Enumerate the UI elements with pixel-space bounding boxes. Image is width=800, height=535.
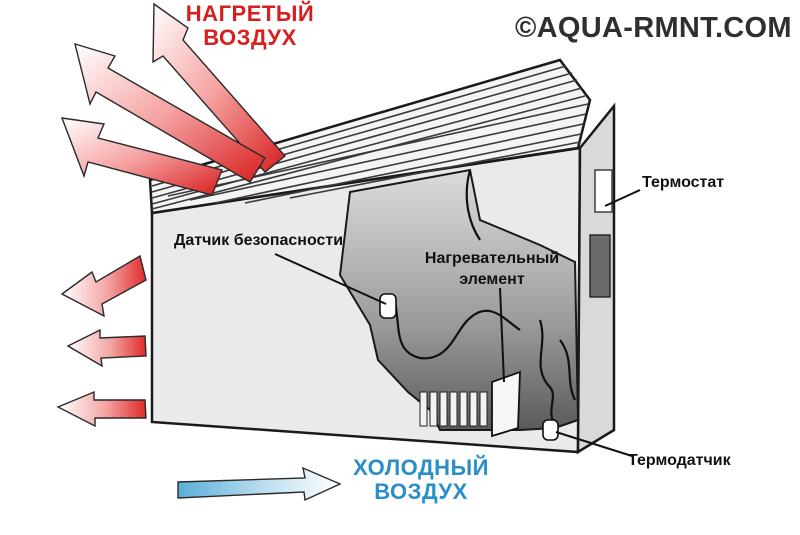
thermostat-window bbox=[594, 169, 613, 213]
thermo-sensor-leader bbox=[555, 431, 633, 457]
side-vent bbox=[589, 234, 611, 298]
cold-air-label-line1: ХОЛОДНЫЙ bbox=[353, 455, 489, 480]
heating-element-label-line2: элемент bbox=[459, 271, 525, 288]
cutaway-interior bbox=[338, 168, 580, 431]
hot-air-arrows-left bbox=[56, 254, 147, 428]
cold-air-arrow bbox=[177, 466, 342, 502]
hot-air-label-line1: НАГРЕТЫЙ bbox=[185, 1, 315, 26]
grille-slats bbox=[151, 65, 589, 210]
heating-element-plate bbox=[491, 370, 521, 438]
cold-air-label-line2: ВОЗДУХ bbox=[374, 479, 468, 504]
hot-arrow-3 bbox=[60, 117, 223, 196]
convector-body bbox=[148, 58, 616, 455]
thermo-sensor-label: Термодатчик bbox=[628, 452, 731, 469]
leader-lines bbox=[274, 189, 641, 457]
safety-sensor-shape bbox=[379, 293, 397, 319]
hot-arrow-5 bbox=[66, 328, 147, 368]
hot-air-label: НАГРЕТЫЙ ВОЗДУХ bbox=[180, 2, 320, 50]
hot-arrow-2 bbox=[74, 42, 266, 183]
heating-element-label: Нагревательный элемент bbox=[412, 248, 572, 290]
thermostat-label: Термостат bbox=[642, 174, 725, 191]
safety-sensor-label: Датчик безопасности bbox=[174, 232, 344, 249]
hot-arrow-6 bbox=[56, 390, 147, 428]
safety-sensor-leader bbox=[274, 253, 387, 305]
hot-air-label-line2: ВОЗДУХ bbox=[203, 25, 297, 50]
internal-wiring bbox=[393, 169, 576, 426]
hot-arrow-1 bbox=[152, 2, 287, 173]
thermostat-leader bbox=[604, 189, 641, 207]
cold-air-label: ХОЛОДНЫЙ ВОЗДУХ bbox=[346, 456, 496, 504]
heating-element-leader bbox=[499, 287, 505, 383]
heating-fins bbox=[419, 391, 488, 427]
hot-air-arrows-top bbox=[60, 2, 287, 196]
hot-arrow-4 bbox=[60, 254, 147, 318]
thermo-sensor-shape bbox=[542, 419, 559, 441]
heating-element-label-line1: Нагревательный bbox=[424, 250, 560, 267]
watermark: ©AQUA-RMNT.COM bbox=[515, 12, 792, 44]
